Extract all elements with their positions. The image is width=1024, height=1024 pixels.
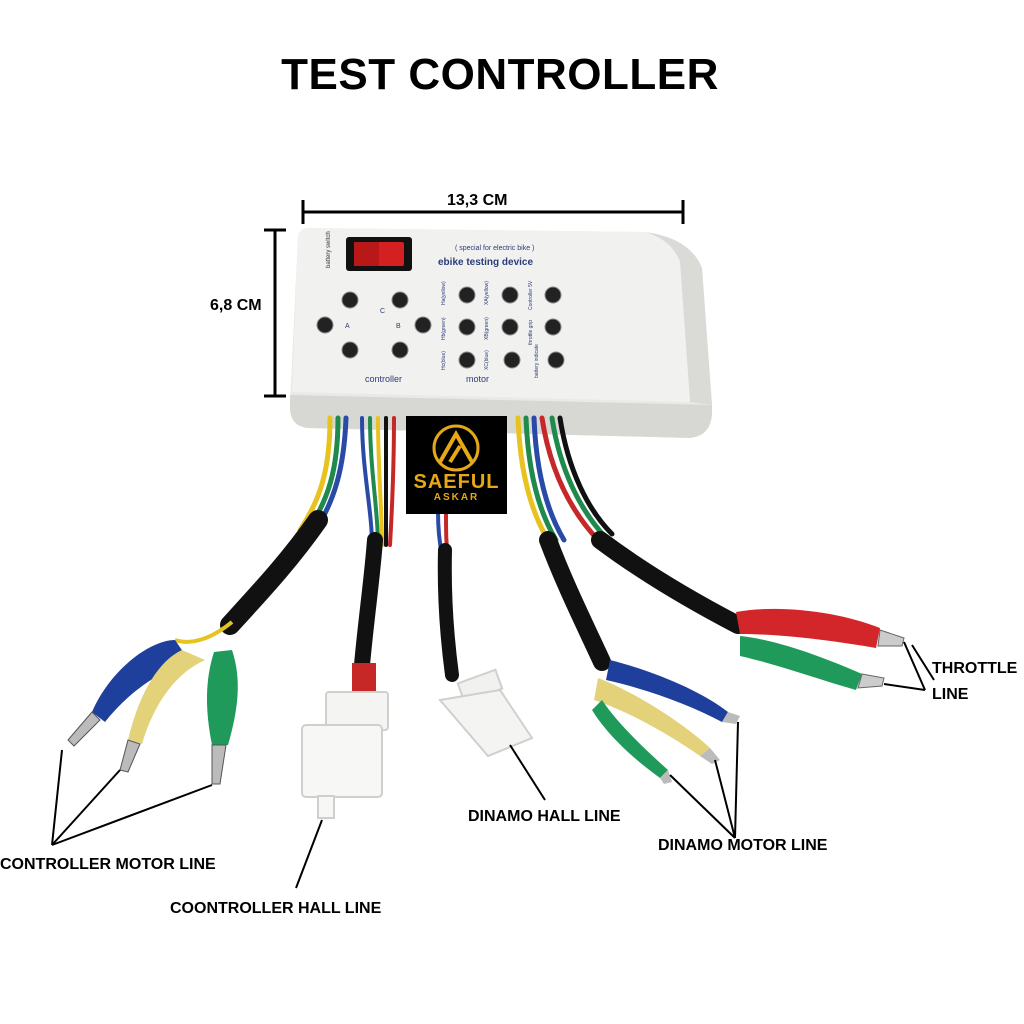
switch-label: battery switch	[326, 231, 332, 268]
led-label-battery: battery indicate	[534, 344, 540, 378]
led-label-throttle: throttle grip	[528, 320, 534, 345]
width-label: 13,3 CM	[447, 192, 508, 209]
motor-leds	[458, 286, 565, 369]
controller-letter-c: C	[380, 308, 385, 315]
controller-leds	[316, 291, 432, 359]
logo-name: SAEFUL	[413, 471, 500, 493]
width-dimension-line	[301, 200, 685, 224]
tester-device: battery switch ( special for electric bi…	[290, 228, 712, 438]
logo-sub: ASKAR	[433, 492, 480, 503]
led-label-hb: Hb(green)	[441, 317, 447, 340]
device-subtitle: ( special for electric bike )	[455, 245, 534, 252]
motor-led-labels: Ha(yellow) Hb(green) Hc(blue) XA(yellow)…	[441, 280, 540, 378]
controller-motor-line-label: CONTROLLER MOTOR LINE	[0, 856, 216, 873]
led-label-xb: XB(green)	[484, 317, 490, 340]
page-title: TEST CONTROLLER	[281, 50, 719, 99]
throttle-line-label-2: LINE	[932, 686, 969, 703]
dinamo-hall-connector	[438, 668, 534, 758]
throttle-line-label-1: THROTTLE	[932, 660, 1018, 677]
dinamo-motor-clips	[592, 660, 740, 784]
watermark-logo: SAEFUL ASKAR	[406, 416, 507, 514]
dinamo-hall-line-label: DINAMO HALL LINE	[468, 808, 621, 825]
cable-sleeves	[220, 510, 747, 682]
led-label-xa: XA(yellow)	[484, 281, 490, 305]
led-label-xc: XC(blue)	[484, 350, 490, 370]
controller-letter-a: A	[345, 323, 350, 330]
callout-lines	[51, 641, 935, 889]
led-label-hc: Hc(blue)	[441, 351, 447, 370]
led-label-ha: Ha(yellow)	[441, 281, 447, 305]
controller-motor-clips	[67, 620, 238, 785]
dinamo-motor-line-label: DINAMO MOTOR LINE	[658, 837, 828, 854]
height-label: 6,8 CM	[210, 297, 262, 314]
controller-letter-b: B	[396, 323, 401, 330]
section-motor: motor	[466, 374, 489, 384]
device-name: ebike testing device	[438, 257, 533, 268]
led-label-5v: Controller 5V	[528, 280, 534, 310]
controller-hall-line-label: COONTROLLER HALL LINE	[170, 900, 382, 917]
controller-hall-connector	[301, 663, 389, 819]
section-controller: controller	[365, 374, 402, 384]
height-dimension-line	[264, 228, 286, 398]
battery-switch[interactable]	[346, 237, 412, 271]
throttle-clips	[736, 608, 905, 690]
